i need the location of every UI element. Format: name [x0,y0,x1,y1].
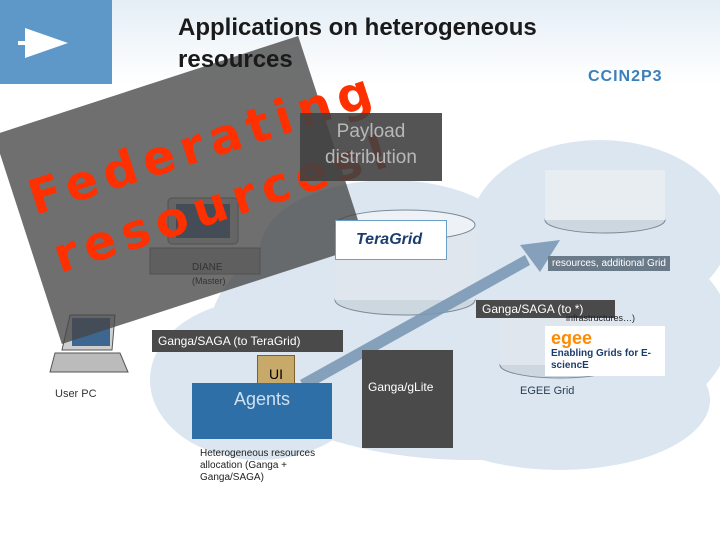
diane-label: DIANE [192,262,223,273]
user-pc-label: User PC [55,388,97,400]
ganga-glite-label: Ganga/gLite [362,350,453,448]
agents-label: Agents [233,389,291,409]
egee-grid-label: EGEE Grid [520,385,575,397]
payload-label: Payload distribution [300,113,442,181]
agents-box: Agents [192,383,332,439]
master-label: (Master) [192,276,226,286]
page-title: Applications on heterogeneous resources [178,14,537,73]
teragrid-label: TeraGrid [356,231,423,248]
ccin2p3-logo: CCIN2P3 [588,68,688,98]
infrastructures-label: infrastructures…) [566,313,636,323]
arrow-icon [300,240,560,390]
ccin2p3-label: CCIN2P3 [588,68,663,85]
play-arrow-icon [0,0,112,84]
egee-logo: egee Enabling Grids for E-sciencE [545,326,665,376]
ganga-saga-all-label: Ganga/SAGA (to *) [476,300,615,318]
egee-logo-text: egee [551,328,593,348]
resource-note: Heterogeneous resources allocation (Gang… [200,448,316,483]
ganga-saga-teragrid-label: Ganga/SAGA (to TeraGrid) [152,330,343,352]
ui-label: UI [269,366,283,382]
header-band [0,0,720,84]
egee-tagline: Enabling Grids for E-sciencE [551,348,652,371]
teragrid-logo: TeraGrid [335,220,447,260]
additional-resources-label: resources, additional Grid [548,256,670,271]
